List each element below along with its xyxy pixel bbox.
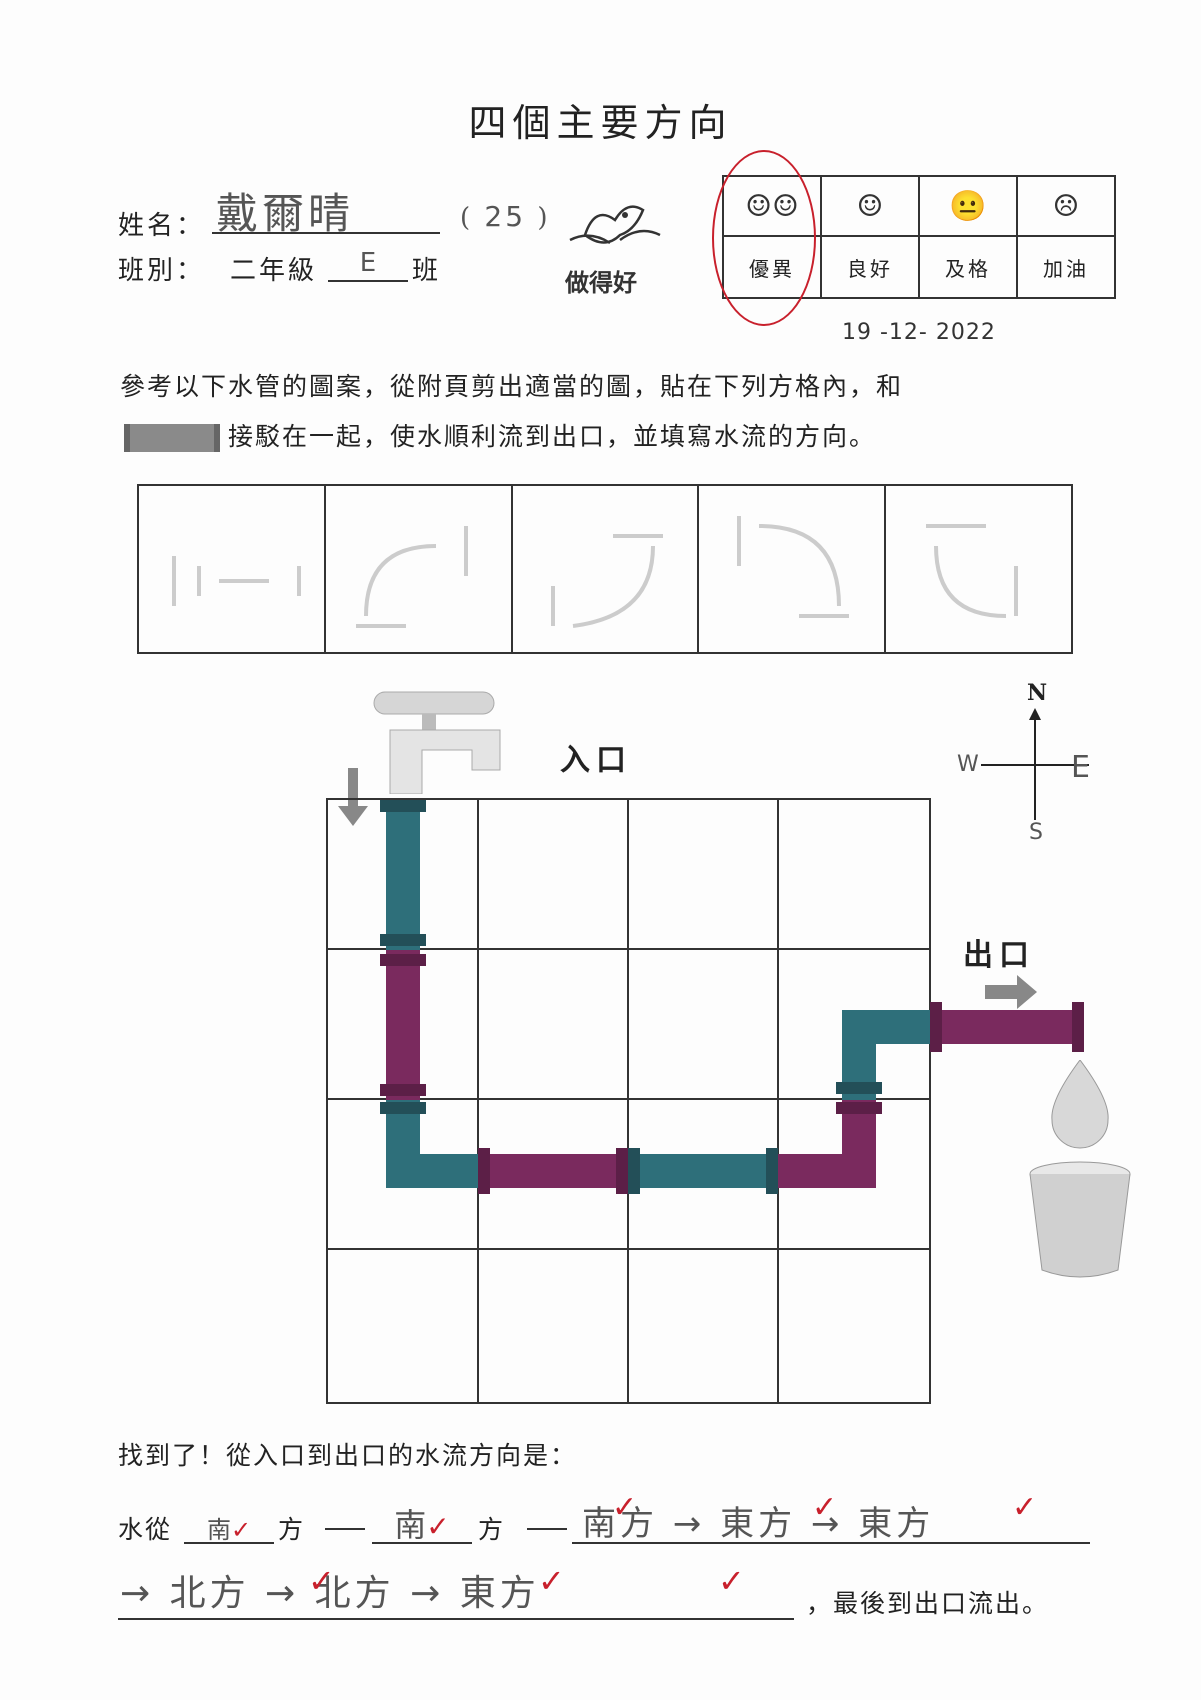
- name-value: 戴爾晴: [216, 189, 355, 238]
- answer-field-2[interactable]: 南✓: [372, 1500, 472, 1544]
- selected-rating-circle: [712, 150, 816, 326]
- compass-north: N: [1027, 680, 1048, 706]
- entrance-label: 入口: [560, 743, 632, 778]
- bucket-icon: [1020, 1160, 1140, 1284]
- instruction-line-1: 參考以下水管的圖案，從附頁剪出適當的圖，貼在下列方格內，和: [120, 372, 904, 401]
- compass-south: S: [1029, 820, 1043, 845]
- pipe-pattern-strip: [137, 484, 1073, 654]
- pipe-pattern-1: [139, 486, 326, 652]
- rating-good[interactable]: 良好: [820, 235, 920, 299]
- name-field[interactable]: 戴爾晴: [212, 170, 440, 238]
- tick-icon: ✓: [426, 1510, 450, 1543]
- answer-prompt: 找到了！從入口到出口的水流方向是：: [118, 1441, 578, 1470]
- arrow-line-1: [325, 1528, 365, 1530]
- answer-fang-1: 方: [278, 1515, 306, 1544]
- exit-label: 出口: [963, 938, 1035, 973]
- grade-text: 二年級: [230, 256, 318, 286]
- inflow-arrow-icon: [338, 768, 368, 832]
- compass: N E S W: [955, 680, 1095, 850]
- arrow-line-2: [527, 1528, 567, 1530]
- instruction-line-2: 接駁在一起，使水順利流到出口，並填寫水流的方向。: [228, 422, 877, 451]
- tick-icon: ✓: [812, 1490, 838, 1525]
- stamp-text: 做得好: [565, 269, 637, 297]
- compass-east: E: [1071, 750, 1090, 785]
- student-number-value: 25: [484, 200, 527, 233]
- date: 19 -12- 2022: [842, 320, 996, 345]
- faucet-icon: [360, 684, 520, 798]
- answer-value-2: 南: [394, 1506, 427, 1544]
- answer-value-1: 南: [206, 1516, 231, 1544]
- water-drop-icon: [1020, 1059, 1140, 1164]
- straight-pipe-icon: [124, 424, 220, 452]
- tick-icon: ✓: [308, 1562, 335, 1600]
- compass-west: W: [957, 752, 979, 777]
- tick-icon: ✓: [612, 1490, 638, 1525]
- class-suffix: 班: [412, 256, 442, 286]
- worksheet-title: 四個主要方向: [468, 101, 733, 145]
- rating-pass[interactable]: 及格: [918, 235, 1018, 299]
- class-field[interactable]: E: [328, 248, 408, 282]
- class-value: E: [359, 248, 377, 278]
- answer-field-3[interactable]: 南方 → 東方 → 東方 ✓ ✓ ✓: [572, 1490, 1090, 1544]
- answer-fang-2: 方: [478, 1515, 506, 1544]
- tick-icon: ✓: [1012, 1490, 1038, 1525]
- answer-field-1[interactable]: 南✓: [184, 1510, 274, 1544]
- tick-icon: ✓: [538, 1562, 565, 1600]
- pipe-pattern-2: [326, 486, 513, 652]
- answer-start: 水從: [118, 1515, 173, 1544]
- class-label: 班別：: [118, 256, 206, 286]
- outflow-arrow-icon: [985, 975, 1037, 1013]
- instructions: 參考以下水管的圖案，從附頁剪出適當的圖，貼在下列方格內，和 接駁在一起，使水順利…: [120, 362, 1070, 462]
- student-number: ( 25 ): [460, 200, 551, 233]
- exit-pipe: [930, 1002, 1084, 1052]
- smile-icon: ☺: [820, 175, 920, 237]
- pipe-pattern-4: [699, 486, 887, 652]
- tick-icon: ✓: [230, 1516, 252, 1544]
- answer-value-3: 南方 → 東方 → 東方: [582, 1504, 935, 1544]
- answer-field-4[interactable]: → 北方 → 北方 → 東方 ✓ ✓ ✓: [118, 1558, 794, 1620]
- answer-ending: ，最後到出口流出。: [806, 1589, 1050, 1618]
- answer-value-4: → 北方 → 北方 → 東方: [120, 1573, 540, 1614]
- pipe-pattern-3: [513, 486, 700, 652]
- sad-face-icon: ☹: [1016, 175, 1116, 237]
- tick-icon: ✓: [718, 1562, 745, 1600]
- pipe-grid: [326, 798, 938, 1410]
- neutral-face-icon: 😐: [918, 175, 1018, 237]
- rating-try-harder[interactable]: 加油: [1016, 235, 1116, 299]
- good-job-stamp: 做得好: [565, 195, 665, 297]
- pipe-pattern-5: [886, 486, 1071, 652]
- name-label: 姓名：: [118, 211, 206, 241]
